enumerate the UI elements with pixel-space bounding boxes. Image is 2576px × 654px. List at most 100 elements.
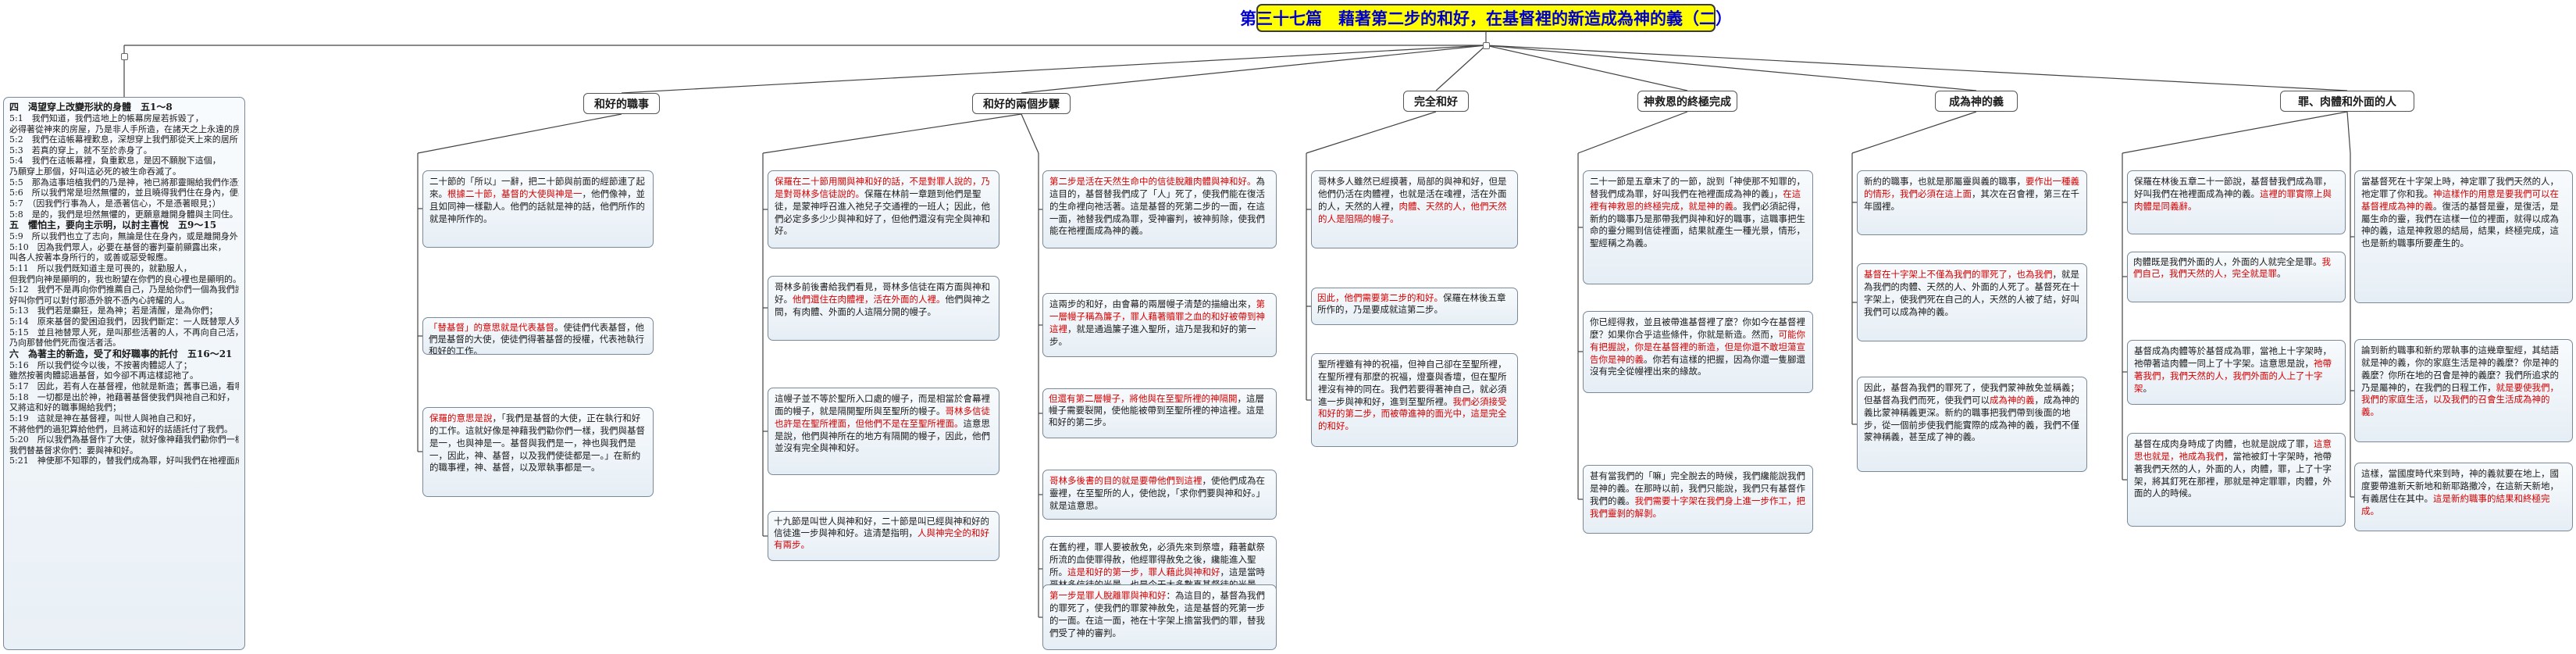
note-text: 哥林多前後書給我們看見，哥林多信徒在兩方面與神和好。他們還住在肉體裡，活在外面的… (775, 281, 992, 319)
plain-text: ，就是通過簾子進入聖所，這乃是我和好的第一步。 (1049, 323, 1256, 347)
collapse-marker-icon[interactable] (121, 53, 128, 60)
topic-branch (621, 45, 1487, 94)
topic-reconciliation-ministry[interactable]: 和好的職事 (583, 93, 660, 114)
note-box: 十九節是叫世人與神和好，二十節是叫已經與神和好的信徒進一步與神和好。這清楚指明，… (768, 511, 999, 561)
note-text: 第一步是罪人脫離罪與神和好：為這目的，基督為我們的罪死了，使我們的罪蒙神赦免，這… (1049, 590, 1270, 639)
note-box: 聖所裡雖有神的祝福，但神自己卻在至聖所裡，在聖所裡有那麼的祝福，燈臺與香壇，但在… (1311, 353, 1518, 447)
plain-text: ，使他們成為在靈裡，在至聖所的人，使他說，「求你們要與神和好。」就是這意思。 (1049, 475, 1265, 511)
plain-text: 。復活的基督是靈，是復活，是屬生命的靈，我們在這樣一位的裡面，就得以成為神的義，… (2361, 200, 2559, 249)
topic-branch (1435, 45, 1487, 91)
plain-text: 甚有當我們的「嘛」完全脫去的時候，我們纔能說我們是神的義。在那時以前，我們只能說… (1590, 470, 1805, 506)
scripture-line: 但我們向神是顯明的，我也盼望在你們的良心裡也是顯明的。 (9, 273, 239, 284)
scripture-line: 5:16 所以我們從今以後，不按著肉體認人了； (9, 359, 192, 370)
scripture-heading: 六 為著主的新造，受了和好職事的託付 五16～21 (9, 348, 233, 359)
group-branch (417, 113, 622, 154)
scripture-line: 5:17 因此，若有人在基督裡，他就是新造；舊事已過，看哪，都變成新的了。 (9, 381, 239, 391)
note-box: 這樣，當國度時代來到時，神的義就要在地上，國度要帶進新天新地和新耶路撒冷，在這新… (2354, 463, 2573, 531)
highlight-text: 這意思也就是，祂成為我們 (2134, 438, 2332, 462)
topic-become-righteousness[interactable]: 成為神的義 (1935, 91, 2018, 112)
note-box: 基督成為肉體等於基督成為罪，當祂上十字架時，祂帶著這肉體一同上了十字架。這意思是… (2127, 340, 2346, 405)
note-text: 論到新約職事和新約眾執事的這幾章聖經，其結語就是神的義，你的家庭生活是神的義麼？… (2361, 345, 2566, 419)
note-text: 這兩步的和好，由會幕的兩層幔子清楚的描繪出來，第一層幔子稱為簾子，罪人藉著贖罪之… (1049, 298, 1270, 348)
scripture-line: 5:21 神使那不知罪的，替我們成為罪，好叫我們在祂裡面成為神的義。 (9, 456, 239, 466)
highlight-text: 我們需要十字架在我們身上進一步作工，把我們靈剝的解剝。 (1590, 495, 1805, 519)
group-branch (1021, 113, 1039, 154)
scripture-line: 我們替基督求你們：要與神和好。 (9, 445, 138, 456)
note-box: 保羅的意思是說，「我們是基督的大使，正在執行和好的工作。這就好像是神藉我們勸你們… (422, 407, 654, 497)
scripture-heading: 五 懼怕主，要向主示明，以討主喜悅 五9～15 (9, 220, 217, 231)
plain-text: 當基督死在十字架上時，神定罪了我們天然的人，祂定罪了你和我。 (2361, 176, 2559, 199)
highlight-text: 但還有第二層幔子，將他與在至聖所裡的神隔開 (1049, 393, 1238, 404)
note-text: 第二步是活在天然生命中的信徒脫離肉體與神和好。為這目的，基督替我們成了「人」死了… (1049, 176, 1270, 238)
note-box: 第一步是罪人脫離罪與神和好：為這目的，基督為我們的罪死了，使我們的罪蒙神赦免，這… (1042, 584, 1277, 650)
plain-text: 。使徒們代表基督，他們是基督的大使，使徒們得著基督的授權，代表祂執行和好的工作。 (429, 322, 644, 355)
highlight-text: 在這裡有神救恩的終極完成，就是神的義 (1590, 188, 1801, 212)
scripture-line: 5:7 （因我們行事為人，是憑著信心，不是憑著眼見；） (9, 198, 221, 209)
scripture-line: 5:10 因為我們眾人，必要在基督的審判臺前顯露出來， (9, 241, 226, 252)
topic-branch (1485, 45, 1977, 91)
group-branch (2122, 111, 2348, 154)
scripture-line: 5:3 若真的穿上，就不至於赤身了。 (9, 145, 152, 155)
plain-text: 哥林多前後書給我們看見，哥林多信徒在兩方面與神和好。 (775, 281, 990, 305)
plain-text: 你已經得救，並且被帶進基督裡了麼？你如今在基督裡麼？如果你合乎這些條件，你就是新… (1590, 316, 1805, 340)
note-text: 基督在成肉身時成了肉體，也就是說成了罪，這意思也就是，祂成為我們，當祂被釘十字架… (2134, 438, 2339, 500)
note-text: 保羅在二十節用關與神和好的話，不是對罪人說的，乃是對哥林多信徒說的。保羅在林前一… (775, 176, 992, 238)
scripture-line: 5:1 我們知道，我們這地上的帳幕房屋若拆毀了， (9, 113, 204, 123)
highlight-text: 保羅在二十節用關與神和好的話，不是對罪人說的，乃是對哥林多信徒說的。 (775, 176, 990, 199)
highlight-text: 這是新約職事的結果和終極完成。 (2361, 492, 2550, 516)
plain-text: 二十節的「所以」一辭，把二十節與前面的經節連了起來。 (429, 176, 645, 199)
highlight-text: 第一步是罪人脫離罪與神和好 (1049, 590, 1167, 601)
plain-text: 這意思是說，他們與神所在的地方有隔開的幔子，因此，他們並沒有完全與神和好。 (775, 417, 990, 454)
group-branch (1577, 111, 1688, 154)
note-text: 基督成為肉體等於基督成為罪，當祂上十字架時，祂帶著這肉體一同上了十字架。這意思是… (2134, 345, 2339, 395)
note-text: 在舊約裡，罪人要被赦免，必須先來到祭壇，藉著獻祭所流的血使罪得赦，他經罪得赦免之… (1049, 541, 1270, 591)
topic-two-steps[interactable]: 和好的兩個步驟 (972, 93, 1071, 114)
note-text: 這幔子並不等於聖所入口處的幔子，而是相當於會幕裡面的幔子，就是隔開聖所與至聖所的… (775, 393, 992, 455)
note-box: 「替基督」的意思就是代表基督。使徒們代表基督，他們是基督的大使，使徒們得著基督的… (422, 317, 654, 355)
topic-branch (1021, 45, 1487, 94)
plain-text: ，這層幔子需要裂開，使他能被帶到至聖所裡的神這裡。這是和好的第二步。 (1049, 393, 1264, 427)
highlight-text: 肉體、天然的人，他們天然的人是阻隔的幔子。 (1318, 200, 1507, 224)
collapse-marker-icon[interactable] (1483, 42, 1490, 49)
plain-text: ，就是為我們的肉體、天然的人、外面的人死了。基督死在十字架上，使我們死在自己的人… (1864, 269, 2079, 317)
plain-text: 。我們必須記得，新約的職事乃是那帶我們與神和好的職事，這職事把生命的靈分賜到信徒… (1590, 200, 1805, 249)
highlight-text: 可能你有把握說，你是在基督裡的新造，但是你還不敢坦蕩宣告你是神的義 (1590, 328, 1805, 365)
plain-text: 。 (2277, 267, 2286, 279)
plain-text: 為這目的，基督替我們成了「人」死了，使我們能在復活的生命裡向祂活著。這是基督的死… (1049, 176, 1265, 237)
plain-text: 。 (2143, 382, 2153, 394)
topic-sin-flesh-outer-man[interactable]: 罪、肉體和外面的人 (2280, 91, 2414, 112)
note-box: 哥林多人雖然已經摸著，局部的與神和好，但是他們仍活在肉體裡，也就是活在魂裡，活在… (1311, 170, 1518, 248)
topic-consummation[interactable]: 神救恩的終極完成 (1637, 91, 1737, 112)
highlight-text: 哥林多後書的目的就是要帶他們到這裡 (1049, 475, 1202, 486)
plain-text: 肉體既是我們外面的人，外面的人就完全是罪。 (2133, 256, 2322, 267)
note-box: 肉體既是我們外面的人，外面的人就完全是罪。我們自己，我們天然的人，完全就是罪。 (2127, 252, 2346, 302)
note-box: 哥林多後書的目的就是要帶他們到這裡，使他們成為在靈裡，在至聖所的人，使他說，「求… (1042, 470, 1277, 520)
scripture-line: 必得著從神來的房屋，乃是非人手所造，在諸天之上永遠的房屋。 (9, 123, 239, 134)
note-text: 新約的職事，也就是那屬靈與義的職事，要作出一種義的情形，我們必須在這上面，其次在… (1864, 176, 2080, 213)
scripture-line: 5:15 並且祂替眾人死，是叫那些活著的人，不再向自己活， (9, 327, 239, 338)
plain-text: ，他們像神，並且如同神一樣勸人。他們的話就是神的話，他們所作的就是神所作的。 (429, 188, 645, 224)
scripture-line: 乃願穿上那個，好叫這必死的被生命吞滅了。 (9, 166, 181, 177)
note-text: 甚有當我們的「嘛」完全脫去的時候，我們纔能說我們是神的義。在那時以前，我們只能說… (1590, 470, 1806, 520)
note-box: 因此，他們需要第二步的和好。保羅在林後五章所作的，乃是要成就這第二步。 (1311, 288, 1518, 325)
highlight-text: 「替基督」的意思就是代表基督 (429, 322, 554, 333)
note-box: 這兩步的和好，由會幕的兩層幔子清楚的描繪出來，第一層幔子稱為簾子，罪人藉著贖罪之… (1042, 293, 1277, 357)
note-box: 哥林多前後書給我們看見，哥林多信徒在兩方面與神和好。他們還住在肉體裡，活在外面的… (768, 276, 999, 341)
plain-text: ：為這目的，基督為我們的罪死了，使我們的罪蒙神赦免，這是基督的死第一步的一面。在… (1049, 590, 1265, 638)
group-branch (762, 113, 1022, 154)
note-text: 保羅在林後五章二十一節說，基督替我們成為罪，好叫我們在祂裡面成為神的義。這裡的罪… (2134, 176, 2339, 213)
note-box: 二十一節是五章末了的一節，說到「神使那不知罪的，替我們成為罪，好叫我們在祂裡面成… (1583, 170, 1813, 284)
topic-complete-reconciliation[interactable]: 完全和好 (1403, 91, 1469, 112)
plain-text: 這兩步的和好，由會幕的兩層幔子清楚的描繪出來， (1049, 298, 1256, 309)
note-box: 新約的職事，也就是那屬靈與義的職事，要作出一種義的情形，我們必須在這上面，其次在… (1857, 170, 2087, 235)
note-text: 因此，基督為我們的罪死了，使我們蒙神赦免並稱義；但基督為我們而死，使我們可以成為… (1864, 382, 2080, 444)
highlight-text: 因此，他們需要第二步的和好。 (1317, 292, 1443, 303)
note-text: 二十一節是五章末了的一節，說到「神使那不知罪的，替我們成為罪，好叫我們在祂裡面成… (1590, 176, 1806, 250)
note-text: 肉體既是我們外面的人，外面的人就完全是罪。我們自己，我們天然的人，完全就是罪。 (2133, 256, 2339, 280)
note-box: 二十節的「所以」一辭，把二十節與前面的經節連了起來。根據二十節，基督的大使與神是… (422, 170, 654, 248)
highlight-text: 哥林多信徒也許是在聖所裡面，但他們不是在至聖所裡面。 (775, 405, 990, 429)
highlight-text: 根據二十節，基督的大使與神是一 (447, 188, 583, 199)
scripture-line: 5:6 所以我們常是坦然無懼的，並且曉得我們住在身內，便與主分離； (9, 188, 239, 198)
note-box: 保羅在二十節用關與神和好的話，不是對罪人說的，乃是對哥林多信徒說的。保羅在林前一… (768, 170, 999, 248)
